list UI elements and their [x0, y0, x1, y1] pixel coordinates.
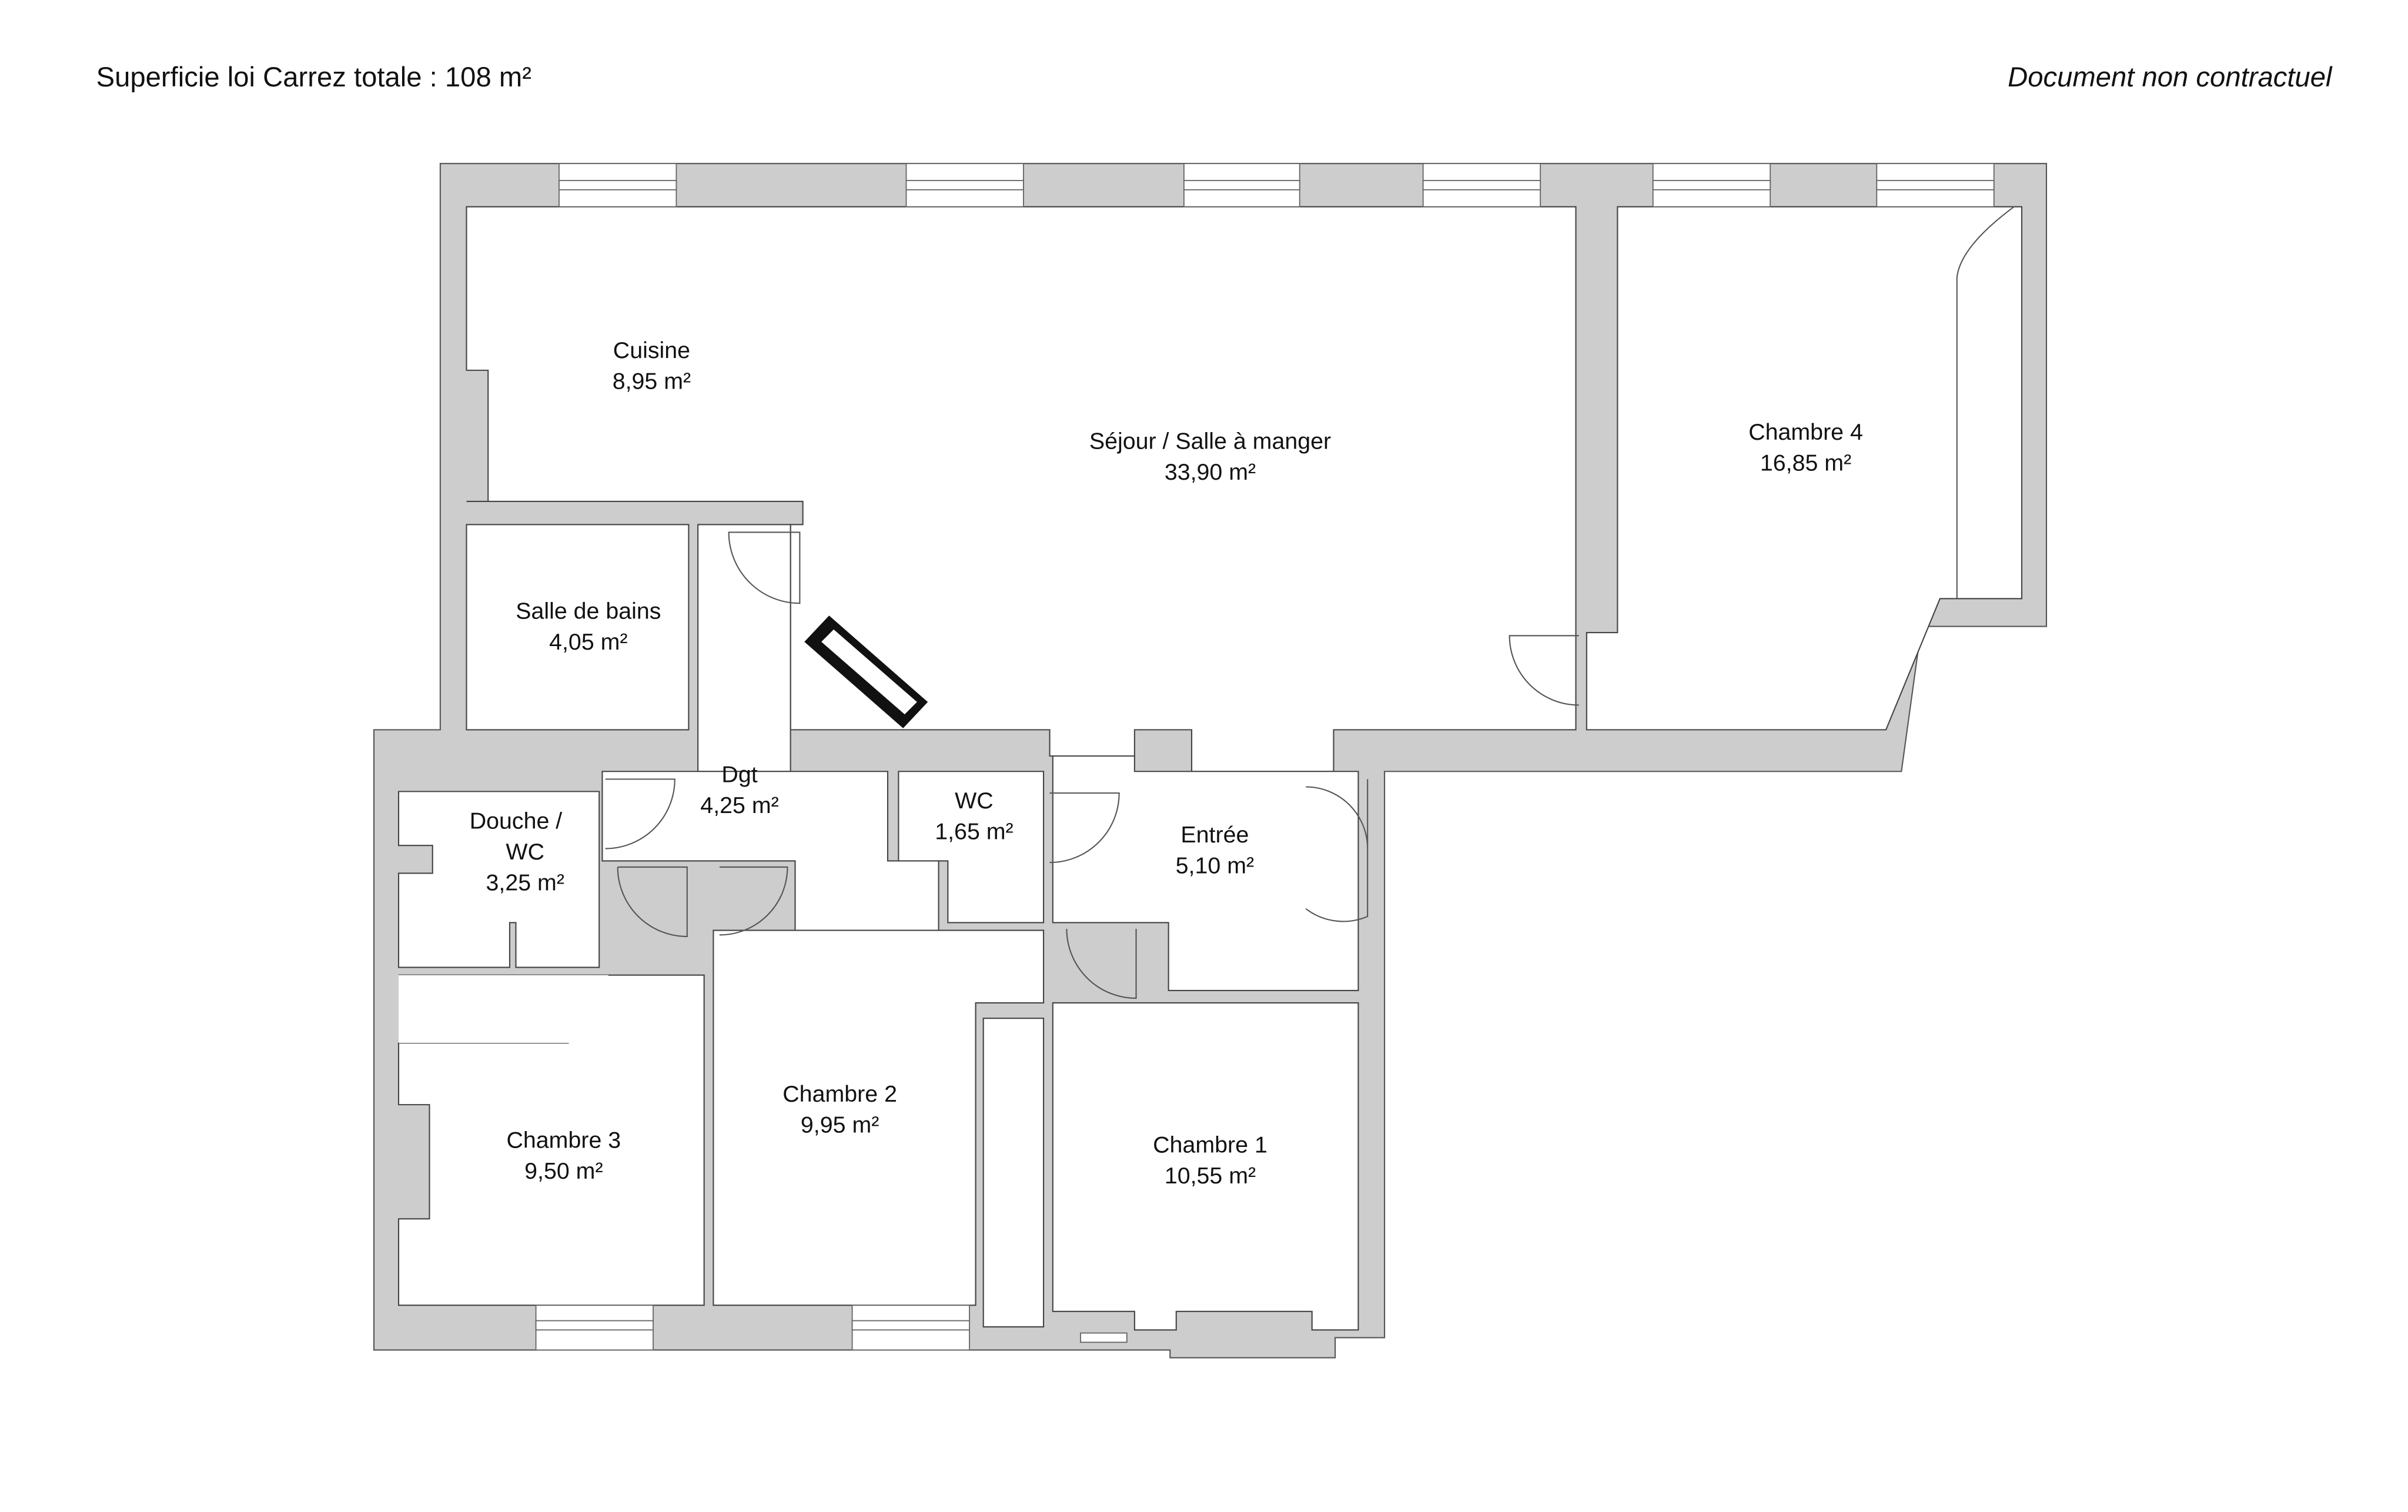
chambre3-area: 9,50 m²: [524, 1158, 603, 1184]
dgt-name: Dgt: [721, 762, 757, 788]
room-sejour-cuisine: [466, 206, 1577, 772]
windows: [535, 163, 1995, 1351]
room-douche: [397, 791, 600, 968]
chambre2-area: 9,95 m²: [801, 1112, 879, 1138]
closet: [982, 1018, 1045, 1328]
chambre4-name: Chambre 4: [1748, 419, 1863, 445]
chambre2-name: Chambre 2: [782, 1081, 897, 1107]
sejour-name: Séjour / Salle à manger: [1089, 429, 1331, 454]
entree-name: Entrée: [1180, 822, 1249, 848]
room-chambre2: [713, 929, 1045, 1306]
total-area-label: Superficie loi Carrez totale : 108 m²: [96, 62, 531, 93]
chambre4-area: 16,85 m²: [1760, 450, 1851, 476]
douche-area: 3,25 m²: [486, 869, 564, 895]
wc-name: WC: [955, 788, 994, 814]
room-wc: [898, 771, 1045, 924]
room-entree: [1052, 755, 1359, 991]
cuisine-area: 8,95 m²: [613, 368, 691, 394]
dgt-area: 4,25 m²: [700, 792, 778, 818]
room-sdb: [466, 524, 690, 731]
room-chambre1: [1052, 1002, 1359, 1331]
rooms: [397, 206, 2023, 1331]
chambre3-name: Chambre 3: [506, 1128, 621, 1153]
room-chambre4: [1586, 206, 2023, 731]
room-labels: Cuisine 8,95 m² Séjour / Salle à manger …: [470, 337, 1863, 1189]
chambre1-area: 10,55 m²: [1165, 1163, 1256, 1189]
cuisine-name: Cuisine: [613, 337, 690, 363]
douche-name-2: WC: [506, 839, 544, 865]
chambre1-name: Chambre 1: [1153, 1132, 1267, 1158]
sejour-area: 33,90 m²: [1165, 459, 1256, 485]
entree-area: 5,10 m²: [1176, 852, 1254, 878]
room-dgt-hall: [697, 524, 791, 772]
doors: [605, 206, 2015, 999]
wc-area: 1,65 m²: [935, 819, 1013, 845]
douche-name-1: Douche /: [470, 808, 563, 834]
disclaimer-label: Document non contractuel: [2008, 62, 2333, 93]
fireplace-icon: [804, 615, 928, 728]
sdb-area: 4,05 m²: [549, 629, 627, 655]
sdb-name: Salle de bains: [516, 598, 661, 624]
